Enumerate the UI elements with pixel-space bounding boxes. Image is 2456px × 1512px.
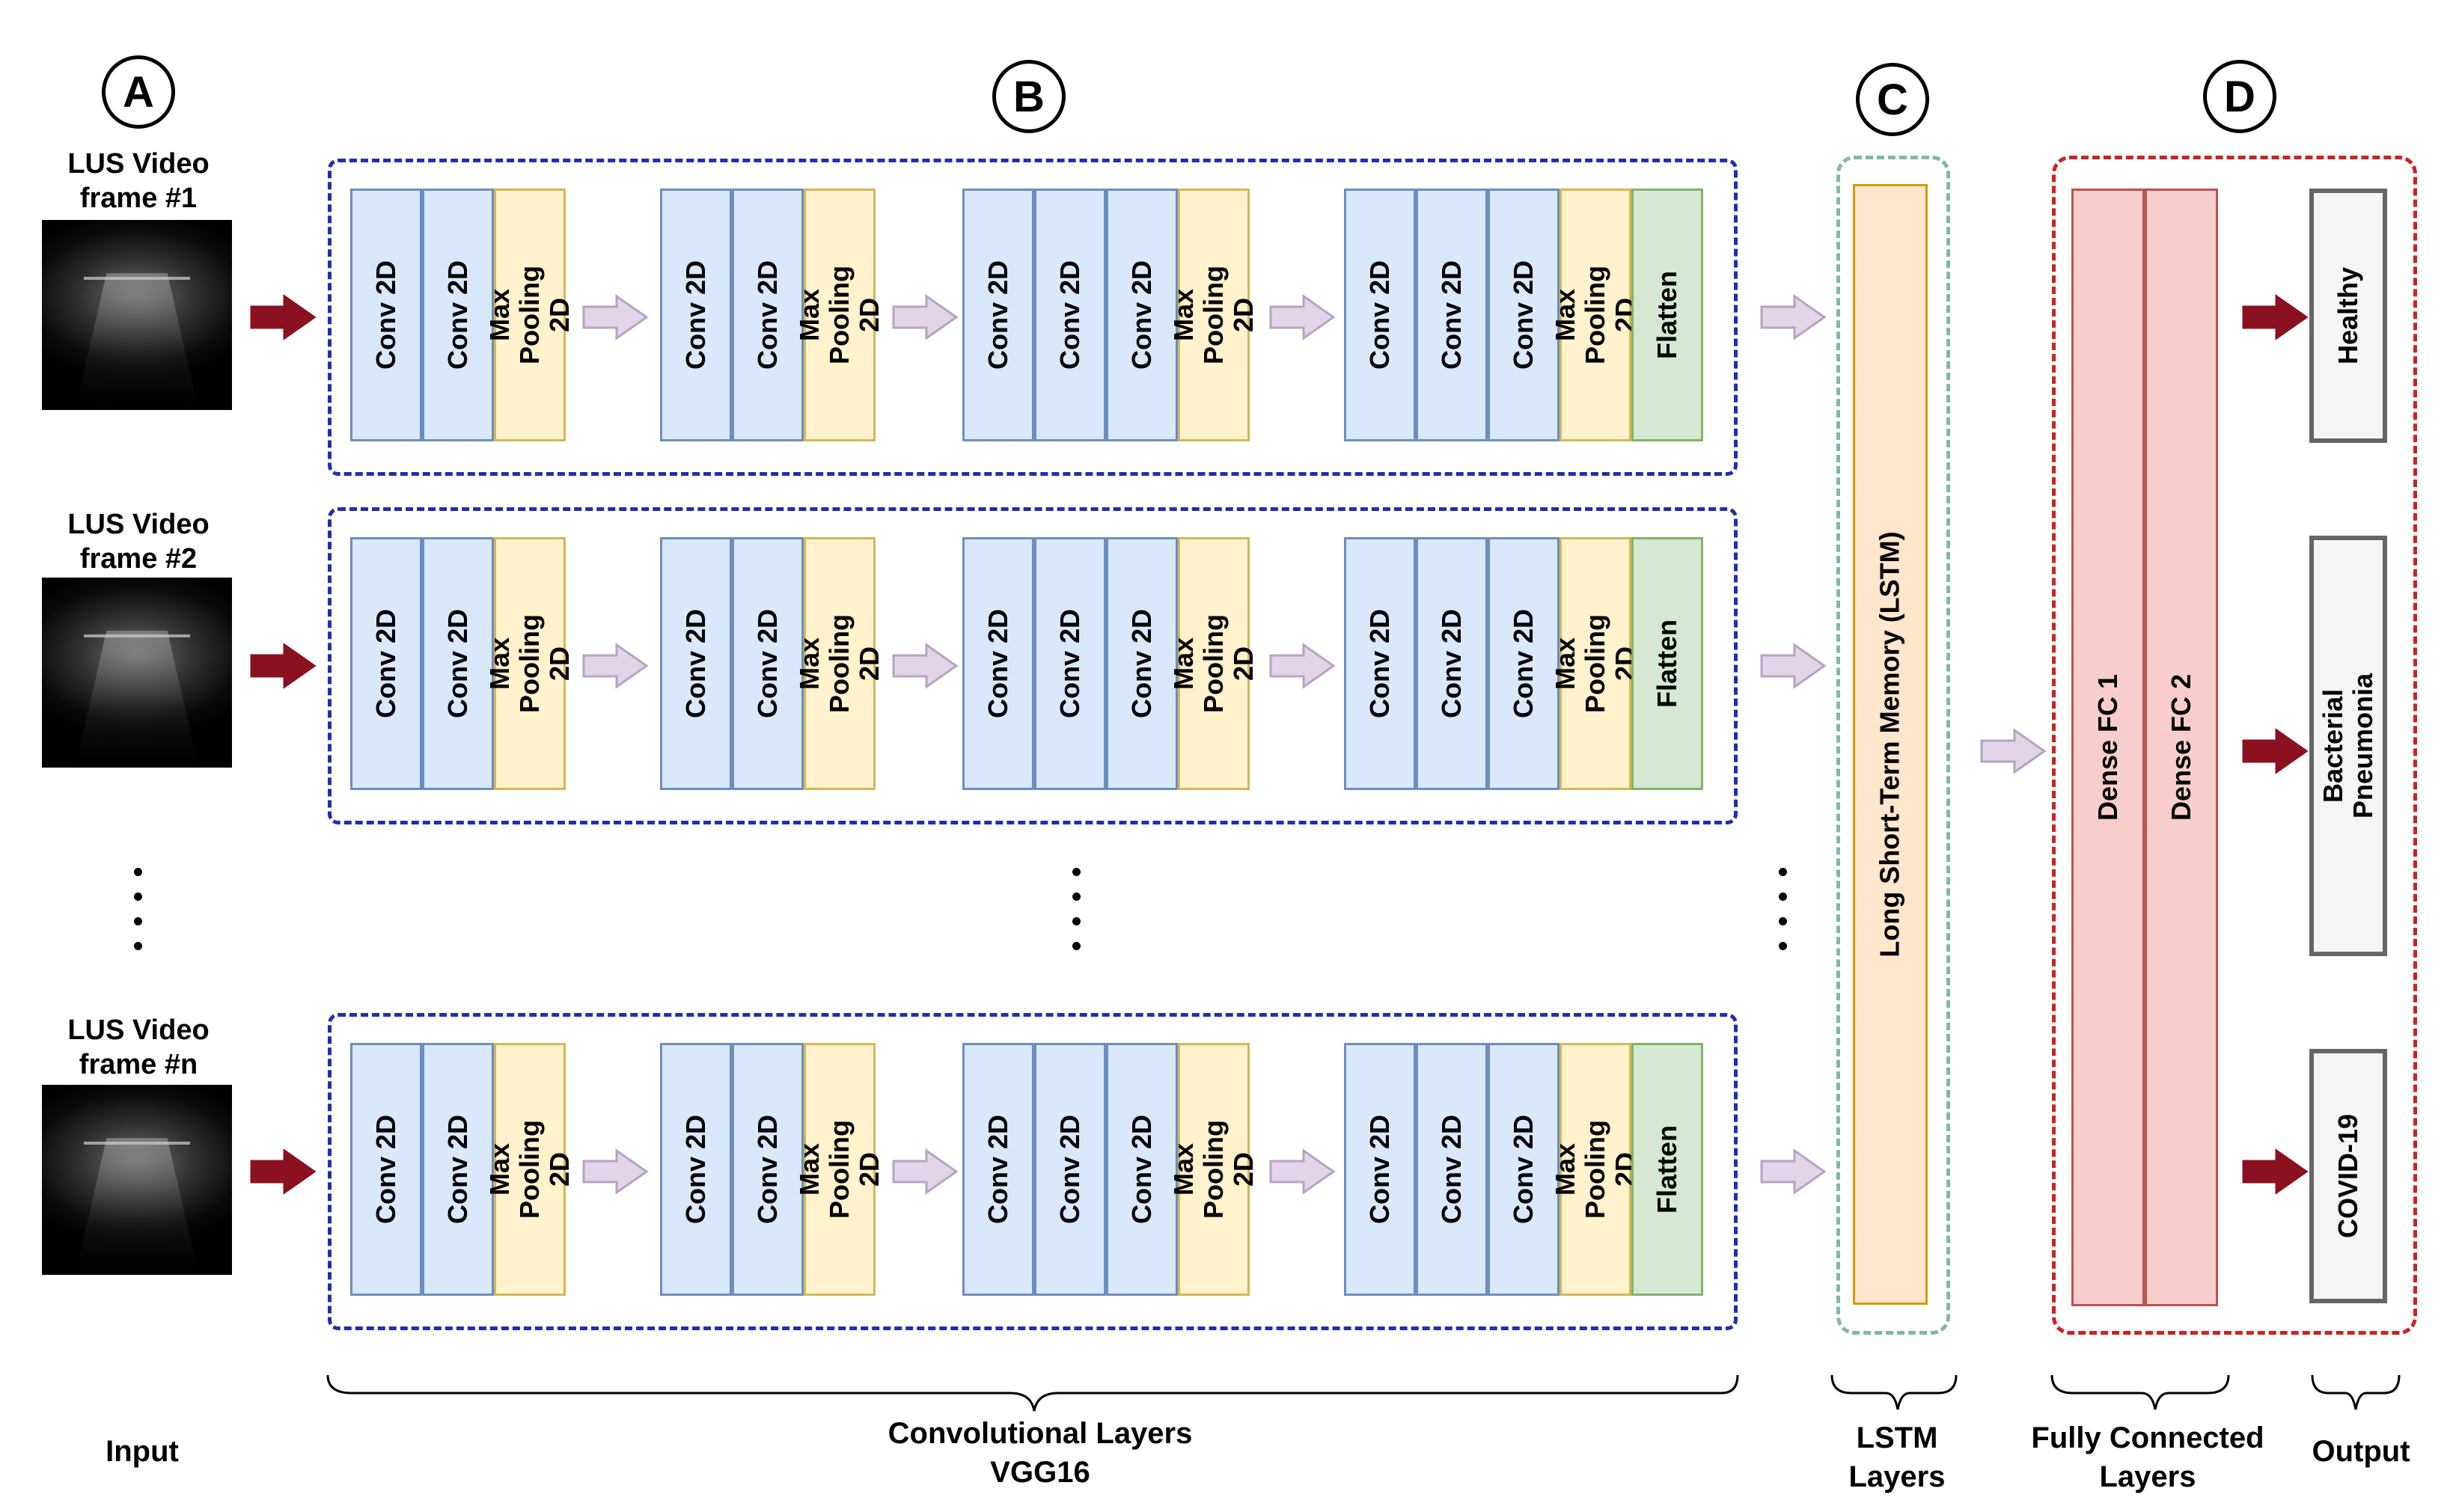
- brace-conv: [326, 1374, 1739, 1412]
- maxpool-block: Max Pooling 2D: [484, 189, 575, 441]
- conv2d-block: Conv 2D: [660, 537, 732, 790]
- lstm-to-fc-arrow-icon: [1980, 729, 2046, 774]
- conv2d-block: Conv 2D: [1034, 189, 1106, 441]
- conv2d-block: Conv 2D: [1488, 537, 1560, 790]
- dense-fc1-block: Dense FC 1: [2071, 189, 2145, 1306]
- conv2d-block: Conv 2D: [1034, 537, 1106, 790]
- to-lstm-arrow-icon: [1760, 295, 1826, 340]
- lstm-group-box: [1836, 156, 1950, 1335]
- conv2d-block: Conv 2D: [1416, 537, 1488, 790]
- vgg16-row-1-box: [328, 159, 1738, 476]
- conv2d-block: Conv 2D: [350, 537, 422, 790]
- conv2d-block: Conv 2D: [1488, 189, 1560, 441]
- input-arrow-icon: [250, 1149, 316, 1194]
- input-frame-1-label: LUS Video frame #1: [67, 148, 210, 214]
- bottom-label-input: Input: [106, 1435, 179, 1468]
- marker-b: B: [992, 60, 1066, 133]
- input-arrow-icon: [250, 643, 316, 688]
- brace-lstm: [1830, 1374, 1958, 1410]
- conv2d-block: Conv 2D: [350, 189, 422, 441]
- ultrasound-frame-2-image: [42, 578, 232, 768]
- conv2d-block: Conv 2D: [1106, 1043, 1178, 1296]
- flatten-block: Flatten: [1631, 189, 1703, 441]
- maxpool-block: Max Pooling 2D: [1550, 189, 1640, 441]
- to-lstm-arrow-icon: [1760, 643, 1826, 688]
- flow-arrow-icon: [582, 1149, 648, 1194]
- output-arrow-bacterial-icon: [2242, 729, 2308, 774]
- conv2d-block: Conv 2D: [732, 189, 804, 441]
- vgg16-row-2-box: [328, 507, 1738, 824]
- vgg-ellipsis: [1069, 868, 1084, 950]
- output-healthy-box: Healthy: [2309, 189, 2387, 443]
- conv2d-block: Conv 2D: [1416, 1043, 1488, 1296]
- maxpool-block: Max Pooling 2D: [794, 1043, 885, 1296]
- marker-d: D: [2203, 60, 2276, 133]
- output-covid-box: COVID-19: [2309, 1049, 2387, 1303]
- output-arrow-healthy-icon: [2242, 295, 2308, 340]
- conv2d-block: Conv 2D: [660, 1043, 732, 1296]
- flow-arrow-icon: [892, 643, 958, 688]
- lstm-block: Long Short-Term Memory (LSTM): [1853, 184, 1928, 1305]
- conv2d-block: Conv 2D: [422, 1043, 494, 1296]
- flow-arrow-icon: [892, 1149, 958, 1194]
- lstm-ellipsis: [1775, 868, 1790, 950]
- input-arrow-icon: [250, 295, 316, 340]
- maxpool-block: Max Pooling 2D: [484, 1043, 575, 1296]
- maxpool-block: Max Pooling 2D: [1550, 1043, 1640, 1296]
- dense-fc2-block: Dense FC 2: [2145, 189, 2218, 1306]
- output-bacterial-box: Bacterial Pneumonia: [2309, 536, 2387, 956]
- ultrasound-frame-n-image: [42, 1085, 232, 1275]
- vgg16-row-3-box: [328, 1013, 1738, 1330]
- conv2d-block: Conv 2D: [1106, 537, 1178, 790]
- conv2d-block: Conv 2D: [1034, 1043, 1106, 1296]
- flatten-block: Flatten: [1631, 1043, 1703, 1296]
- output-arrow-covid-icon: [2242, 1149, 2308, 1194]
- conv2d-block: Conv 2D: [962, 189, 1034, 441]
- bottom-label-output: Output: [2312, 1435, 2410, 1468]
- to-lstm-arrow-icon: [1760, 1149, 1826, 1194]
- fc-group-box: [2052, 156, 2417, 1335]
- flatten-block: Flatten: [1631, 537, 1703, 790]
- marker-a: A: [102, 55, 175, 129]
- bottom-label-conv: Convolutional Layers VGG16: [888, 1417, 1193, 1489]
- maxpool-block: Max Pooling 2D: [1168, 537, 1259, 790]
- conv2d-block: Conv 2D: [962, 1043, 1034, 1296]
- input-frame-n-label: LUS Video frame #n: [67, 1014, 210, 1080]
- conv2d-block: Conv 2D: [732, 1043, 804, 1296]
- flow-arrow-icon: [582, 295, 648, 340]
- flow-arrow-icon: [1269, 1149, 1335, 1194]
- conv2d-block: Conv 2D: [422, 537, 494, 790]
- ultrasound-frame-1-image: [42, 220, 232, 410]
- conv2d-block: Conv 2D: [732, 537, 804, 790]
- maxpool-block: Max Pooling 2D: [1168, 189, 1259, 441]
- flow-arrow-icon: [1269, 295, 1335, 340]
- maxpool-block: Max Pooling 2D: [1168, 1043, 1259, 1296]
- conv2d-block: Conv 2D: [660, 189, 732, 441]
- brace-fc: [2050, 1374, 2230, 1410]
- conv2d-block: Conv 2D: [1344, 537, 1416, 790]
- flow-arrow-icon: [892, 295, 958, 340]
- conv2d-block: Conv 2D: [422, 189, 494, 441]
- bottom-label-fc: Fully Connected Layers: [2031, 1421, 2264, 1493]
- input-ellipsis: [130, 868, 145, 950]
- marker-c: C: [1856, 63, 1929, 136]
- maxpool-block: Max Pooling 2D: [794, 189, 885, 441]
- conv2d-block: Conv 2D: [1344, 189, 1416, 441]
- conv2d-block: Conv 2D: [350, 1043, 422, 1296]
- flow-arrow-icon: [582, 643, 648, 688]
- input-frame-2-label: LUS Video frame #2: [67, 509, 210, 575]
- conv2d-block: Conv 2D: [1106, 189, 1178, 441]
- conv2d-block: Conv 2D: [1488, 1043, 1560, 1296]
- conv2d-block: Conv 2D: [1416, 189, 1488, 441]
- maxpool-block: Max Pooling 2D: [484, 537, 575, 790]
- conv2d-block: Conv 2D: [962, 537, 1034, 790]
- bottom-label-lstm: LSTM Layers: [1848, 1421, 1946, 1493]
- maxpool-block: Max Pooling 2D: [794, 537, 885, 790]
- maxpool-block: Max Pooling 2D: [1550, 537, 1640, 790]
- conv2d-block: Conv 2D: [1344, 1043, 1416, 1296]
- brace-output: [2311, 1374, 2401, 1410]
- flow-arrow-icon: [1269, 643, 1335, 688]
